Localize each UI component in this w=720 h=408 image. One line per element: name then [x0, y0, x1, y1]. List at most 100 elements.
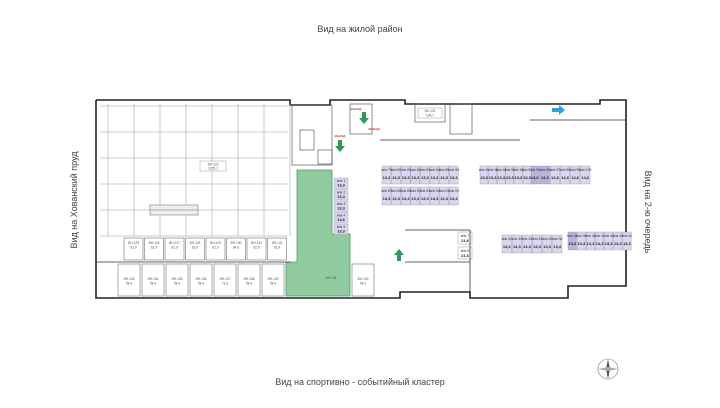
parking-spot-special[interactable]: м/м 414,6 [333, 212, 349, 224]
parking-spot-number: м/м 80 [391, 168, 401, 172]
parking-spot-number: м/м 97 [550, 168, 560, 172]
parking-spot-special[interactable]: м/м 213,3 [333, 189, 349, 201]
parking-spot-number: м/м 33 [522, 237, 532, 241]
parking-spot-area: 13,3 [383, 196, 392, 201]
parking-spot-area: 14,6 [571, 175, 580, 180]
bottom-unit-area: 54,0 [246, 282, 252, 286]
parking-spot-number: м/м 91 [420, 189, 430, 193]
bottom-unit-area: 54,0 [360, 282, 366, 286]
small-unit-code: ВН-132 [272, 241, 283, 245]
parking-spot-area: 13,3 [392, 196, 401, 201]
parking-spot-number: м/м 34 [532, 237, 542, 241]
parking-spot-area: 13,3 [431, 196, 440, 201]
parking-spot-area: 13,3 [623, 241, 632, 246]
storage-1-area: 21,6 [461, 238, 470, 243]
parking-spot-area: 13,3 [568, 241, 577, 246]
parking-spot-area: 13,3 [523, 244, 532, 249]
parking-spot-special-label: м/м 3 [337, 202, 346, 206]
small-unit-area: 62,9 [151, 246, 157, 250]
parking-spot[interactable]: м/м 33 13,3 [522, 234, 532, 254]
parking-spot-number: м/м 50 [505, 168, 515, 172]
parking-spot-special[interactable]: м/м 113,3 [333, 177, 349, 189]
green-arrow-down-icon [359, 112, 369, 124]
parking-spot-area: 13,3 [533, 244, 542, 249]
small-unit-code: ВН-126 [149, 241, 160, 245]
unit-top[interactable]: ВН-124 104,7 [417, 107, 443, 119]
parking-spot-area: 13,3 [587, 241, 596, 246]
storage-2-label: м/м 8 [461, 249, 470, 253]
highlighted-unit-tag: ВН-135 [326, 276, 337, 280]
parking-spot-special[interactable]: м/м 513,3 [333, 223, 349, 235]
bottom-unit-area: 54,0 [198, 282, 204, 286]
small-unit-area: 62,9 [130, 246, 136, 250]
parking-spot-special-label: м/м 2 [337, 191, 346, 195]
small-unit-area: 62,9 [253, 246, 259, 250]
view-label-bottom: Вид на спортивно - событийный кластер [275, 377, 445, 387]
entry-label-in-2: ВЪЕЗД [335, 134, 347, 138]
parking-spot-area: 14,6 [531, 175, 540, 180]
parking-spot-number: м/м 94 [449, 189, 459, 193]
unit-big[interactable]: ВН-123 1235,1 [199, 160, 227, 172]
bottom-unit-code: ВН-133 [124, 277, 135, 281]
parking-spot[interactable]: м/м 34 13,3 [532, 234, 542, 254]
small-unit-area: 64,6 [233, 246, 239, 250]
parking-spot-special[interactable]: м/м 313,3 [333, 200, 349, 212]
highlighted-unit[interactable]: ВН-135 [285, 169, 351, 297]
